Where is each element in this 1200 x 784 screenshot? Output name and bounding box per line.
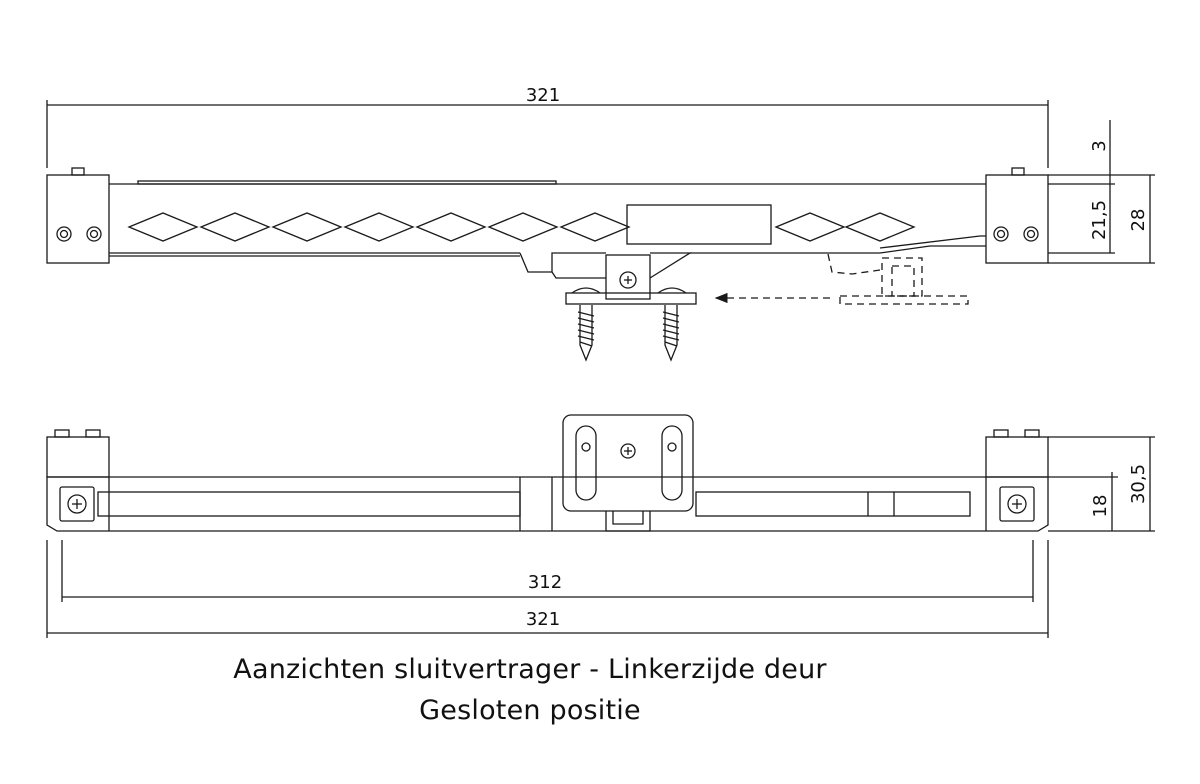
dim-label-top-height-total: 28 bbox=[1128, 209, 1149, 232]
mounting-bracket-top bbox=[565, 254, 697, 305]
diamond-pattern bbox=[127, 212, 916, 242]
dim-label-top-height-inner: 21,5 bbox=[1089, 200, 1110, 240]
dimension-bottom-lengths bbox=[46, 540, 1049, 638]
closer-body-top-view bbox=[109, 180, 986, 279]
mounting-bracket-bottom bbox=[562, 414, 694, 532]
dim-label-bottom-height-inner: 18 bbox=[1090, 495, 1111, 518]
wood-screws bbox=[577, 305, 680, 362]
right-end-block bbox=[985, 174, 1049, 264]
dashed-arm-position bbox=[714, 253, 969, 305]
dim-label-top-offset: 3 bbox=[1089, 140, 1110, 151]
left-end-block bbox=[46, 174, 110, 264]
dimension-top-length bbox=[46, 100, 1049, 168]
caption-subtitle: Gesloten positie bbox=[419, 695, 641, 726]
dim-label-bottom-length: 321 bbox=[526, 609, 560, 630]
dimension-bottom-heights bbox=[1048, 436, 1155, 532]
dim-label-bottom-inner-length: 312 bbox=[528, 572, 562, 593]
dim-label-bottom-height-total: 30,5 bbox=[1128, 464, 1149, 504]
dimension-top-heights bbox=[1048, 120, 1155, 264]
closer-body-bottom-view bbox=[46, 429, 1049, 532]
caption-title: Aanzichten sluitvertrager - Linkerzijde … bbox=[233, 654, 827, 685]
label-window bbox=[626, 204, 772, 245]
dim-label-top-length: 321 bbox=[526, 85, 560, 106]
